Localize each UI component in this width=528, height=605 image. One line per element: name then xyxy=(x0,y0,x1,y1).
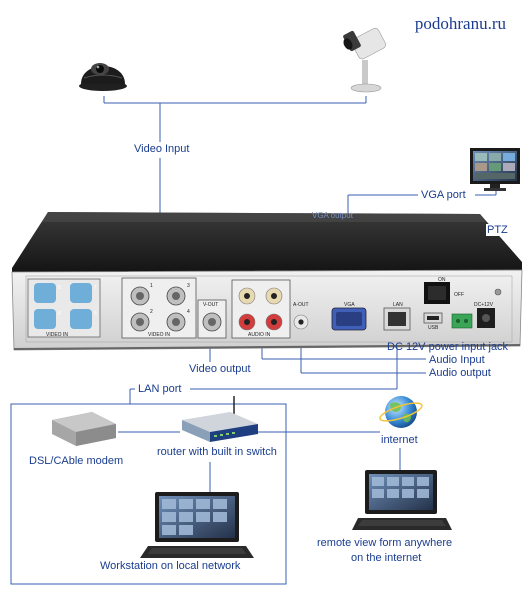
vga-panel-label: VGA xyxy=(344,302,355,308)
v-out-label: V-OUT xyxy=(203,302,219,308)
router-label: router with built in switch xyxy=(156,446,278,458)
off-label: OFF xyxy=(454,292,464,298)
dvr-recorder: VGA output xyxy=(11,211,523,351)
modem-icon xyxy=(52,412,116,446)
vga-monitor-icon xyxy=(470,148,520,191)
channel-label-5: 5 xyxy=(58,285,61,291)
remote-view-label-line1: remote view form anywhere xyxy=(316,537,454,549)
watermark: podohranu.ru xyxy=(414,14,506,33)
router-icon xyxy=(182,396,258,442)
internet-label: internet xyxy=(380,434,419,446)
channel-label-7: 7 xyxy=(94,285,97,291)
dc12v-panel-label: DC+12V xyxy=(474,302,494,308)
laptop-icon xyxy=(140,492,254,558)
audio-output-label: Audio output xyxy=(428,367,492,379)
a-out-label: A-OUT xyxy=(293,302,309,308)
video-in-label-right: VIDEO IN xyxy=(148,332,170,338)
channel-label-3: 3 xyxy=(187,283,190,289)
channel-label-2: 2 xyxy=(150,309,153,315)
video-output-label: Video output xyxy=(188,363,252,375)
dome-camera-icon xyxy=(79,63,127,91)
channel-label-6: 6 xyxy=(58,311,61,317)
dc-power-label: DC 12V power input jack xyxy=(387,341,509,353)
channel-label-8: 8 xyxy=(94,311,97,317)
video-input-label: Video Input xyxy=(133,143,191,155)
laptop-icon xyxy=(352,470,452,530)
channel-label-1: 1 xyxy=(150,283,153,289)
remote-view-label-line2: on the internet xyxy=(350,552,423,564)
channel-label-4: 4 xyxy=(187,309,190,315)
video-in-label-left: VIDEO IN xyxy=(46,332,68,338)
globe-icon xyxy=(379,396,423,428)
svg-text:VGA output: VGA output xyxy=(312,211,354,220)
vga-port-label: VGA port xyxy=(420,189,467,201)
dsl-modem-label: DSL/CAble modem xyxy=(28,455,125,467)
usb-panel-label: USB xyxy=(428,325,439,331)
lan-port-label: LAN port xyxy=(137,383,183,395)
audio-in-label: AUDIO IN xyxy=(248,332,271,338)
bullet-camera-icon xyxy=(343,27,386,93)
on-label: ON xyxy=(438,277,446,283)
audio-input-label: Audio Input xyxy=(428,354,486,366)
workstation-label: Workstation on local network xyxy=(99,560,242,572)
ptz-label: PTZ xyxy=(486,224,509,236)
lan-panel-label: LAN xyxy=(393,302,403,308)
